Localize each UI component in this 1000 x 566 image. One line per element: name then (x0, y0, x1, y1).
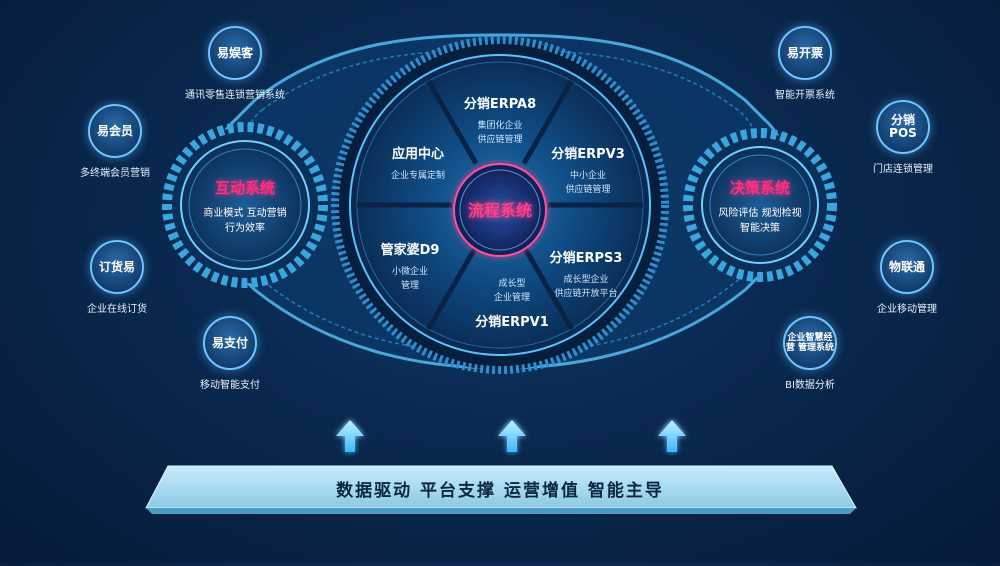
left-node-2[interactable]: 订货易 企业在线订货 (62, 240, 172, 315)
segment-title-3[interactable]: 分销ERPV1 (475, 314, 549, 330)
up-arrow-left (336, 420, 364, 452)
belt-inner-line (229, 49, 771, 354)
left-node-3[interactable]: 易支付 移动智能支付 (180, 316, 280, 391)
segment-title-2[interactable]: 分销ERPS3 (550, 250, 623, 266)
segment-dividers (357, 79, 643, 331)
right-node-1-label: 门店连锁管理 (873, 164, 933, 175)
left-hub-title: 互动系统 (215, 179, 275, 197)
segment-line1-0: 集团化企业 (477, 119, 522, 131)
right-hub-gear (683, 128, 837, 282)
left-node-0-label: 通讯零售连锁营销系统 (185, 90, 285, 101)
segment-labels: 分销ERPA8集团化企业供应链管理分销ERPV3中小企业供应链管理分销ERPS3… (381, 96, 625, 330)
left-node-1[interactable]: 易会员 多终端会员营销 (60, 104, 170, 179)
segment-title-4[interactable]: 管家婆D9 (381, 242, 440, 258)
segment-line1-2: 成长型企业 (563, 273, 608, 285)
yizhifu-badge: 易支付 (203, 316, 257, 370)
segment-title-0[interactable]: 分销ERPA8 (464, 96, 536, 112)
segment-line2-4: 管理 (401, 279, 419, 291)
wulian-badge: 物联通 (880, 240, 934, 294)
segment-title-5[interactable]: 应用中心 (392, 146, 444, 162)
right-hub-line2: 智能决策 (740, 221, 780, 234)
right-hub-title: 决策系统 (730, 179, 790, 197)
right-hub-line1: 风险评估 规划检视 (718, 206, 801, 219)
segment-line2-0: 供应链管理 (477, 133, 522, 145)
bottom-platform-edge (146, 508, 856, 514)
right-node-0-label: 智能开票系统 (775, 90, 835, 101)
yikuke-badge: 易娱客 (208, 26, 262, 80)
segment-line1-3: 成长型 (498, 277, 525, 289)
segment-divider-0 (521, 79, 574, 165)
right-node-2-label: 企业移动管理 (877, 304, 937, 315)
left-hub-line1: 商业模式 互动营销 (203, 206, 286, 219)
segment-line1-4: 小微企业 (392, 265, 428, 277)
right-node-3-label: BI数据分析 (785, 380, 835, 391)
left-hub-gear (162, 122, 328, 288)
core-circle (453, 163, 547, 257)
segment-divider-3 (426, 245, 479, 331)
left-node-0[interactable]: 易娱客 通讯零售连锁营销系统 (170, 26, 300, 101)
segment-divider-5 (426, 79, 479, 165)
segment-divider-2 (521, 245, 574, 331)
fenxiao-pos-badge: 分销 POS (876, 100, 930, 154)
segment-line2-2: 供应链开放平台 (554, 287, 617, 299)
up-arrow-right (658, 420, 686, 452)
segment-line2-3: 企业管理 (494, 291, 530, 303)
left-hub-line2: 行为效率 (225, 221, 265, 234)
yihuiyuan-badge: 易会员 (88, 104, 142, 158)
segment-line1-5: 企业专属定制 (391, 169, 445, 181)
yikaipiao-badge: 易开票 (778, 26, 832, 80)
segment-title-1[interactable]: 分销ERPV3 (551, 146, 625, 162)
core-title: 流程系统 (468, 201, 532, 220)
right-node-0[interactable]: 易开票 智能开票系统 (750, 26, 860, 101)
right-node-2[interactable]: 物联通 企业移动管理 (852, 240, 962, 315)
left-node-2-label: 企业在线订货 (87, 304, 147, 315)
right-node-1[interactable]: 分销 POS 门店连锁管理 (848, 100, 958, 175)
left-node-1-label: 多终端会员营销 (80, 168, 150, 179)
segment-line1-1: 中小企业 (570, 169, 606, 181)
segment-line2-1: 供应链管理 (565, 183, 610, 195)
dinghuoyi-badge: 订货易 (90, 240, 144, 294)
left-node-3-label: 移动智能支付 (200, 380, 260, 391)
bi-system-badge: 企业智慧经营 管理系统 (783, 316, 837, 370)
bottom-bar-text: 数据驱动 平台支撑 运营增值 智能主导 (336, 481, 664, 501)
up-arrow-center (498, 420, 526, 452)
right-node-3[interactable]: 企业智慧经营 管理系统 BI数据分析 (755, 316, 865, 391)
